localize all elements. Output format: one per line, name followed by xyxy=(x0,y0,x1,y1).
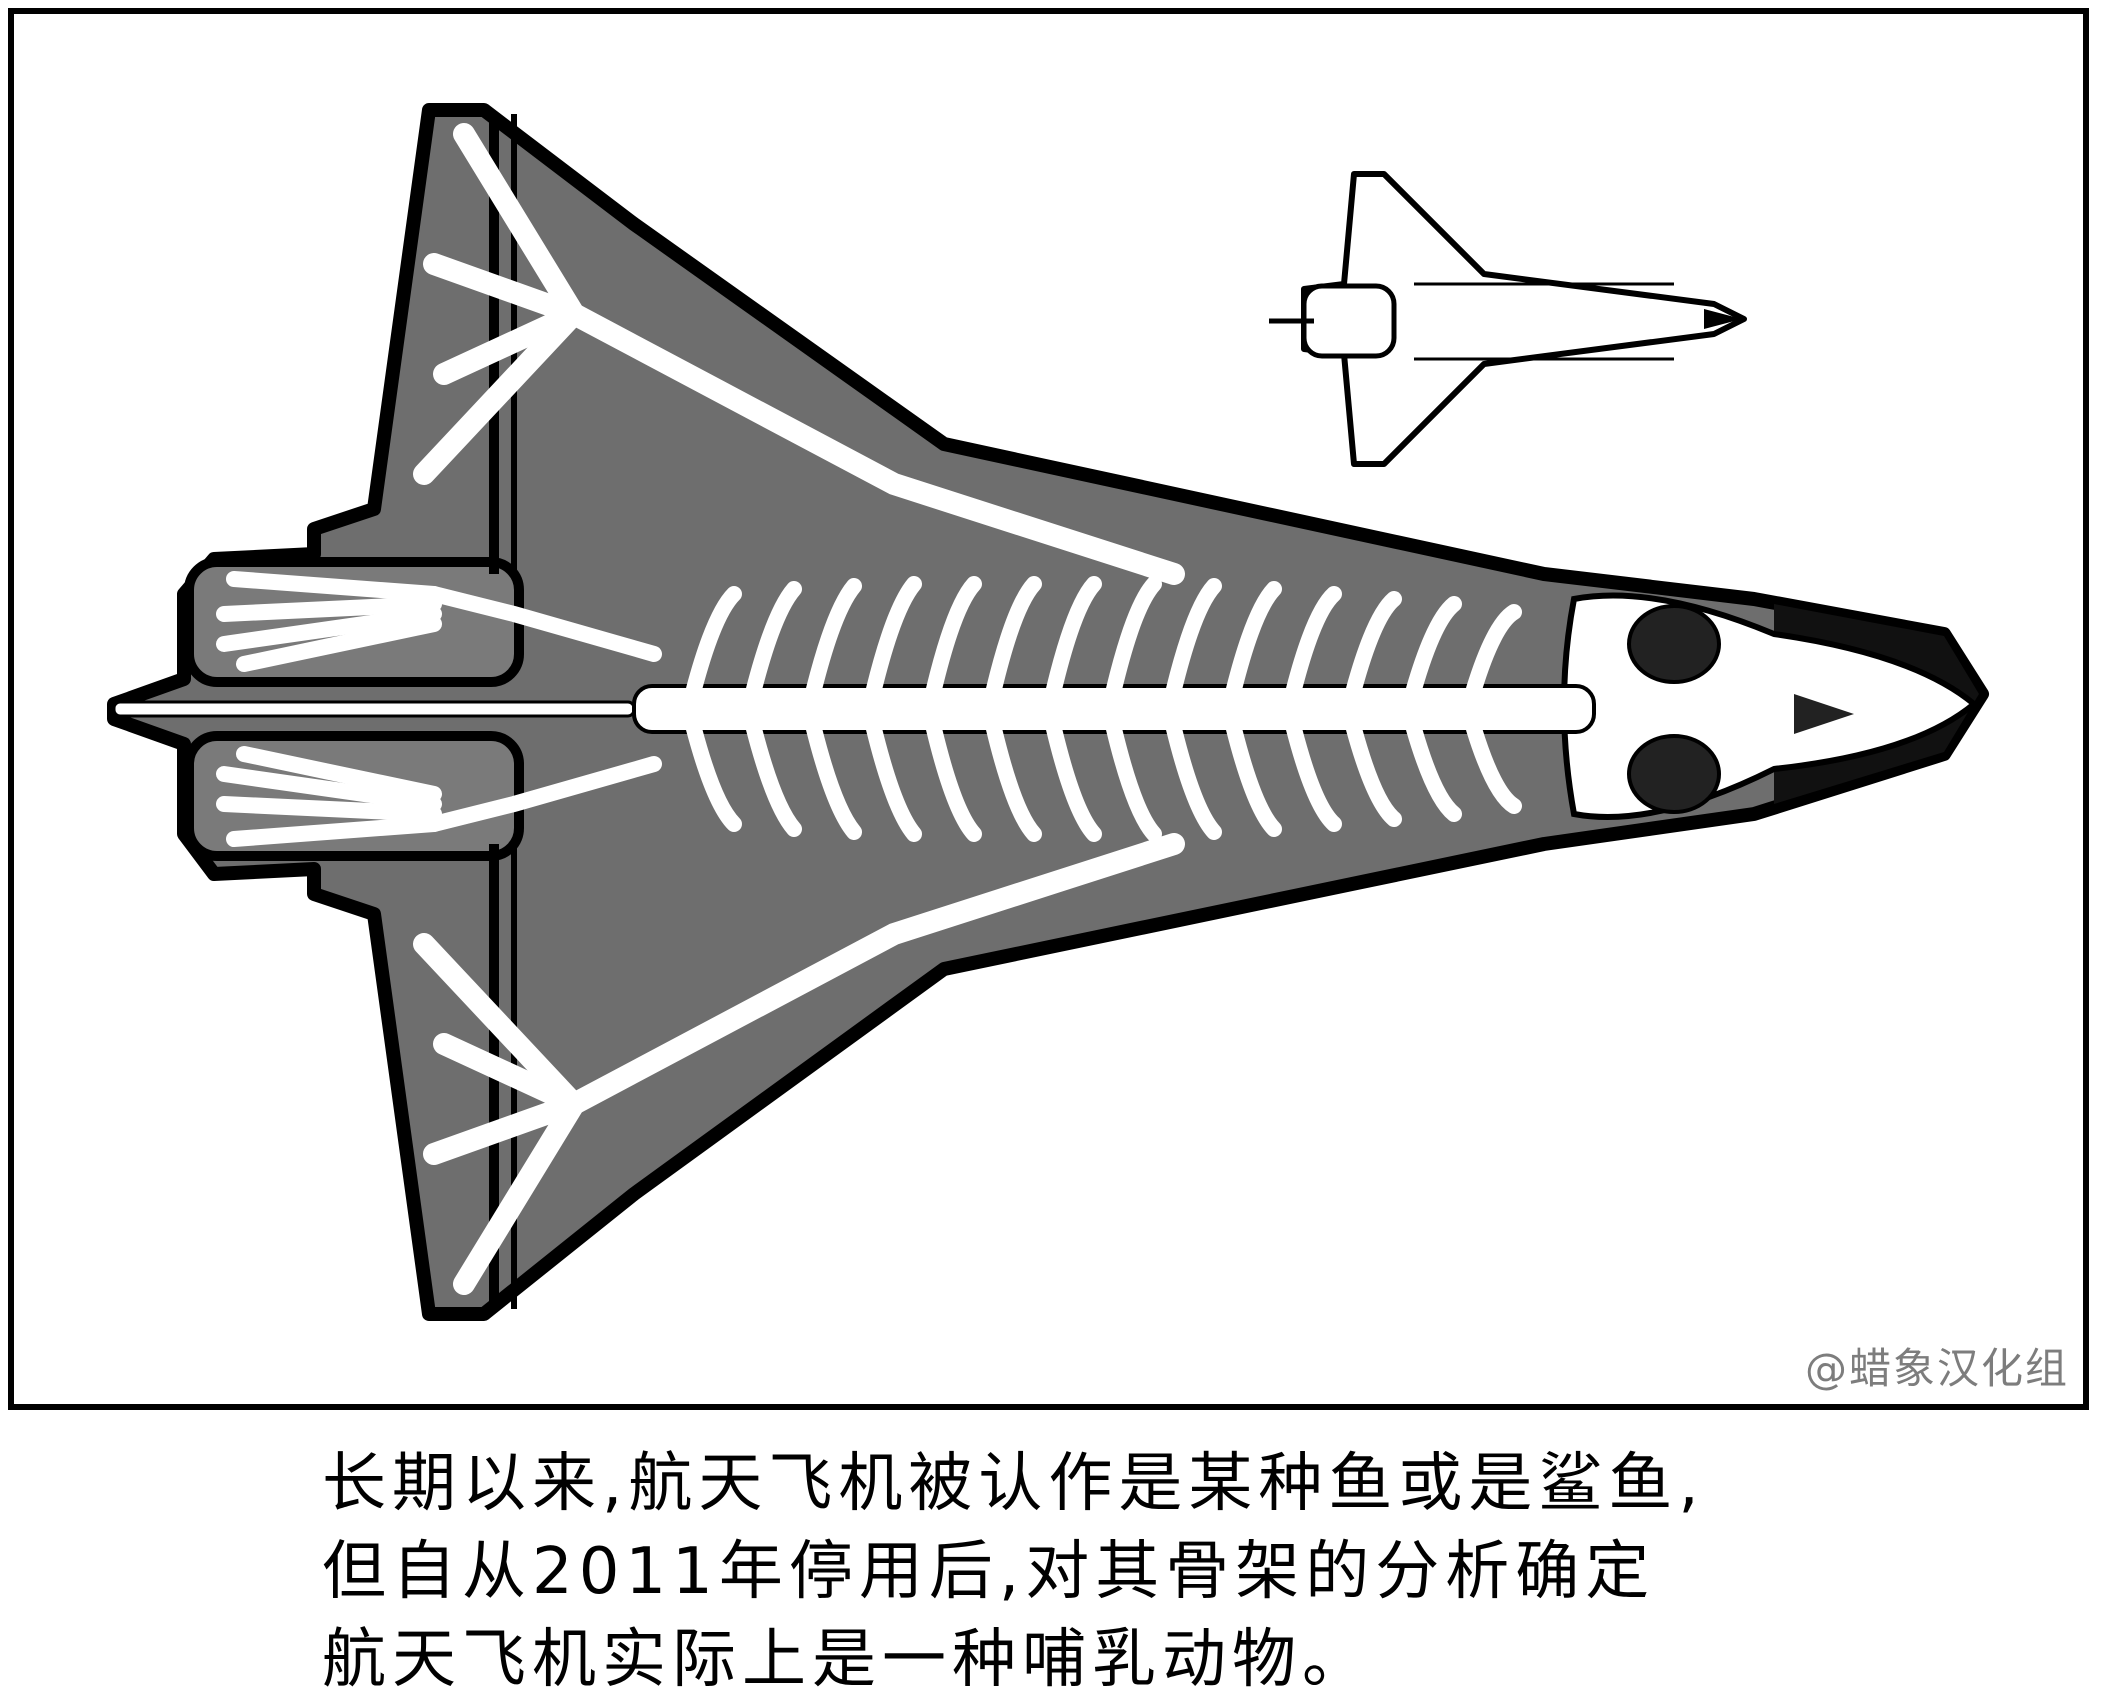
spine xyxy=(112,684,1596,734)
shuttle-inset-drawing xyxy=(1269,171,1747,467)
skeleton-illustration xyxy=(107,103,1989,1321)
comic-panel: @蜡象汉化组 xyxy=(8,8,2089,1410)
shuttle-skeleton-drawing xyxy=(107,103,1989,1321)
caption-line-1: 长期以来,航天飞机被认作是某种鱼或是鲨鱼, xyxy=(322,1447,1705,1521)
front-limbs xyxy=(413,123,1185,1295)
caption-line-3: 航天飞机实际上是一种哺乳动物。 xyxy=(322,1623,1372,1697)
rib-cage xyxy=(686,576,1522,842)
watermark-text: @蜡象汉化组 xyxy=(1804,1344,2069,1393)
hind-limbs xyxy=(216,571,662,847)
caption-line-2: 但自从2011年停用后,对其骨架的分析确定 xyxy=(322,1535,1656,1609)
caption-block: 长期以来,航天飞机被认作是某种鱼或是鲨鱼, 但自从2011年停用后,对其骨架的分… xyxy=(0,1440,2102,1704)
